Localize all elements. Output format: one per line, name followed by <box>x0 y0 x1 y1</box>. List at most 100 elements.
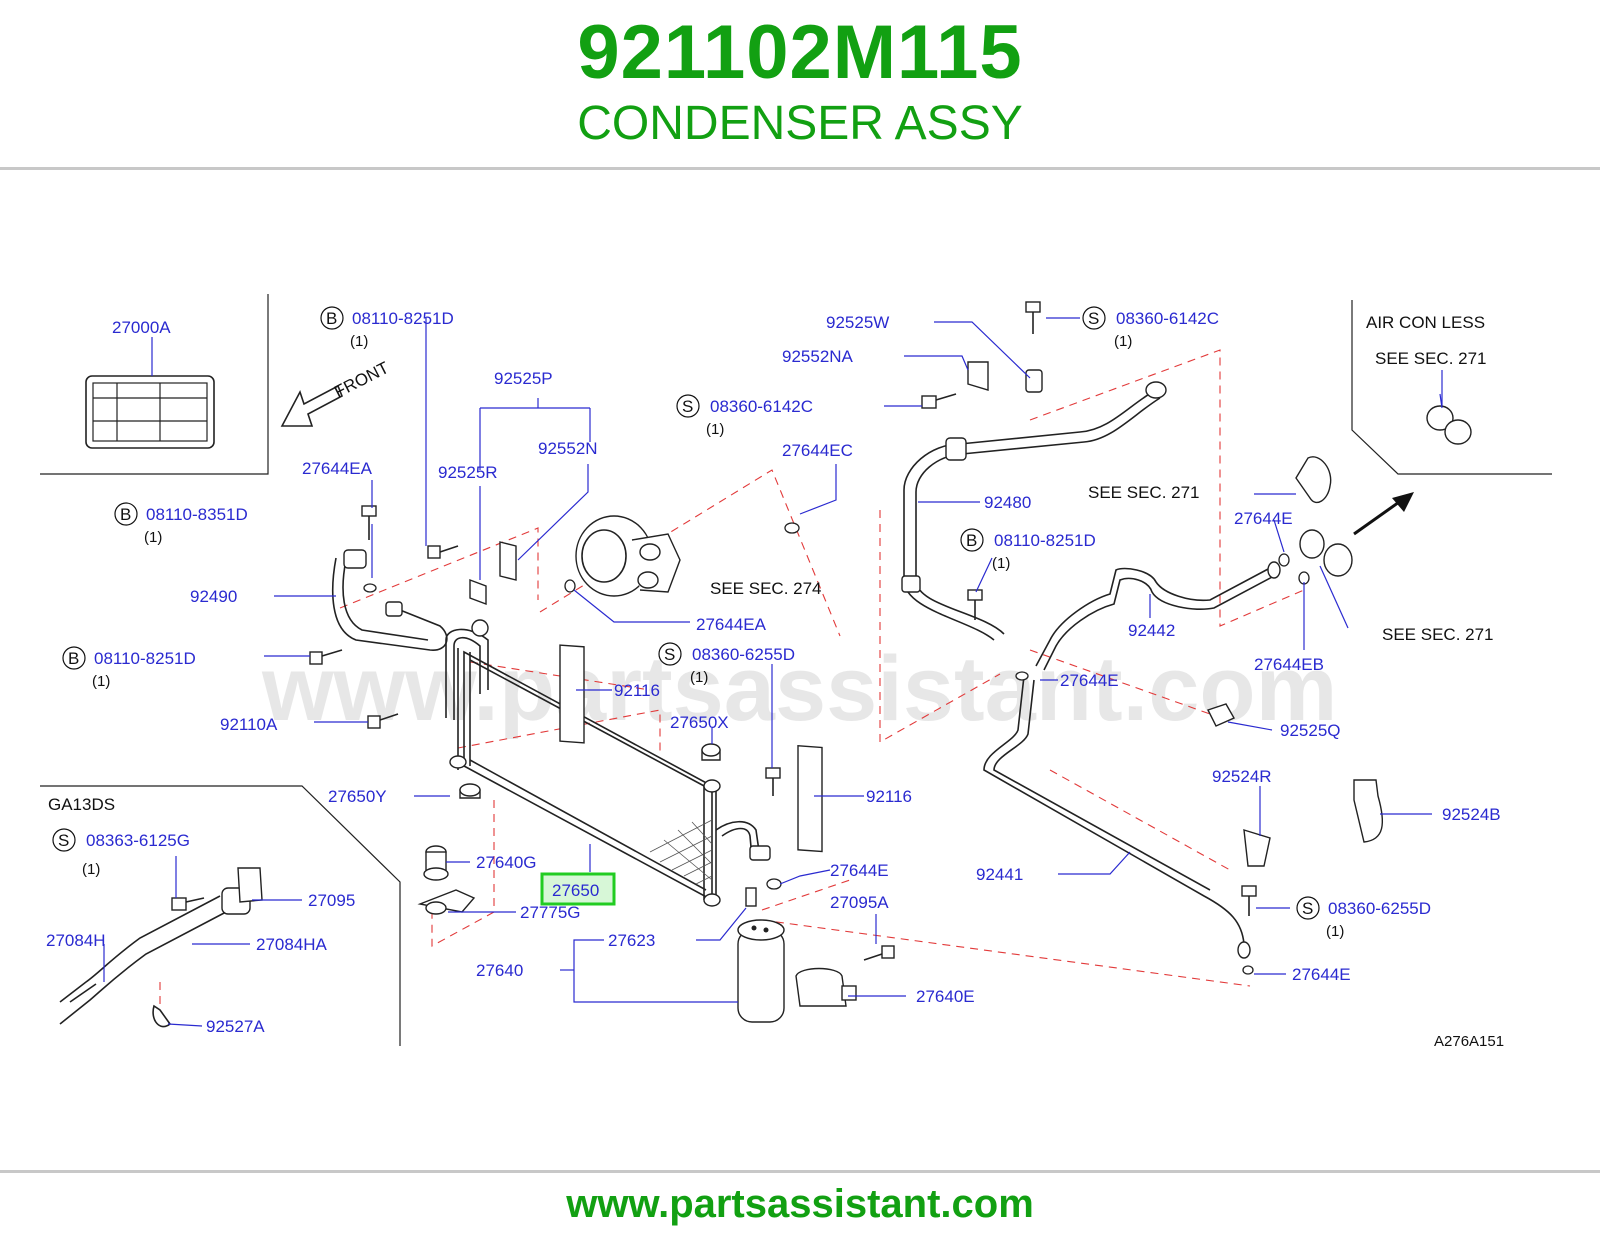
hose-92480 <box>901 369 1167 641</box>
watermark: www.partsassistant.com <box>261 638 1337 740</box>
header-divider <box>0 167 1600 170</box>
svg-text:(1): (1) <box>690 669 708 686</box>
callout-92525W[interactable]: 92525W <box>826 313 889 332</box>
ga13ds-title: GA13DS <box>48 795 115 814</box>
seal-strip-left <box>559 644 585 744</box>
callout-27640[interactable]: 27640 <box>476 961 523 980</box>
air-con-less-title: AIR CON LESS <box>1366 313 1485 332</box>
callout-27644E[interactable]: 27644E <box>1234 509 1293 528</box>
inset-air-con-less: AIR CON LESS SEE SEC. 271 <box>1351 300 1552 475</box>
callout-92527A[interactable]: 92527A <box>206 1017 265 1036</box>
callout-92442[interactable]: 92442 <box>1128 621 1175 640</box>
callout-27644EA[interactable]: 27644EA <box>696 615 767 634</box>
callout-27644E[interactable]: 27644E <box>830 861 889 880</box>
inset-ga13ds: GA13DS <box>40 785 401 1046</box>
svg-text:(1): (1) <box>706 421 724 438</box>
callout-08110-8251D[interactable]: 08110-8251D <box>352 309 454 328</box>
svg-text:(1): (1) <box>144 529 162 546</box>
callout-08110-8351D[interactable]: 08110-8351D <box>146 505 248 524</box>
front-arrow: FRONT <box>280 358 392 427</box>
callout-27644EB[interactable]: 27644EB <box>1254 655 1324 674</box>
callout-08110-8251D[interactable]: 08110-8251D <box>994 531 1096 550</box>
callout-27650-highlighted[interactable]: 27650 <box>552 881 599 900</box>
callout-92441[interactable]: 92441 <box>976 865 1023 884</box>
seal-strip-right <box>797 745 823 853</box>
callout-27644EC[interactable]: 27644EC <box>782 441 853 460</box>
callout-27644E[interactable]: 27644E <box>1292 965 1351 984</box>
callout-92116[interactable]: 92116 <box>614 681 660 700</box>
svg-text:B: B <box>326 309 337 328</box>
svg-text:S: S <box>682 397 693 416</box>
callout-92110A[interactable]: 92110A <box>220 715 278 734</box>
callout-27644E[interactable]: 27644E <box>1060 671 1119 690</box>
callout-27095[interactable]: 27095 <box>308 891 355 910</box>
callout-27084H[interactable]: 27084H <box>46 931 106 950</box>
part-description: CONDENSER ASSY <box>577 97 1023 150</box>
callout-labels: 27000A 08110-8251D (1) 92525P 92525W 083… <box>46 309 1504 1050</box>
see-sec-274[interactable]: SEE SEC. 274 <box>710 579 822 598</box>
callout-92524R[interactable]: 92524R <box>1212 767 1272 786</box>
compressor <box>575 515 681 597</box>
callout-27623[interactable]: 27623 <box>608 931 655 950</box>
highlight-27650-box <box>540 872 616 906</box>
inset-label-frame <box>40 294 269 475</box>
part-number-title: 921102M115 <box>577 10 1023 95</box>
callout-92116[interactable]: 92116 <box>866 787 912 806</box>
svg-text:B: B <box>966 531 977 550</box>
clips <box>469 361 1384 867</box>
callout-27095A[interactable]: 27095A <box>830 893 889 912</box>
callout-08110-8251D[interactable]: 08110-8251D <box>94 649 196 668</box>
leader-lines <box>103 317 1443 1027</box>
callout-92525R[interactable]: 92525R <box>438 463 498 482</box>
callout-92525P[interactable]: 92525P <box>494 369 553 388</box>
page-header: 921102M115 CONDENSER ASSY <box>0 0 1600 168</box>
condenser-core <box>445 619 771 907</box>
callout-92524B[interactable]: 92524B <box>1442 805 1501 824</box>
callout-27000A[interactable]: 27000A <box>112 318 171 337</box>
bolts <box>171 301 1257 961</box>
mount-rubbers <box>417 743 721 915</box>
callout-27775G[interactable]: 27775G <box>520 903 581 922</box>
svg-text:S: S <box>1088 309 1099 328</box>
callout-08360-6142C[interactable]: 08360-6142C <box>1116 309 1219 328</box>
svg-text:(1): (1) <box>350 333 368 350</box>
footer-divider <box>0 1170 1600 1173</box>
hose-92442 <box>1035 529 1353 671</box>
svg-text:(1): (1) <box>1326 923 1344 940</box>
callout-08360-6142C[interactable]: 08360-6142C <box>710 397 813 416</box>
callout-92552N[interactable]: 92552N <box>538 439 598 458</box>
callout-27640G[interactable]: 27640G <box>476 853 537 872</box>
svg-text:(1): (1) <box>92 673 110 690</box>
diagram-code: A276A151 <box>1434 1033 1504 1050</box>
svg-text:(1): (1) <box>82 861 100 878</box>
svg-text:(1): (1) <box>1114 333 1132 350</box>
callout-92490[interactable]: 92490 <box>190 587 237 606</box>
callout-08363-6125G[interactable]: 08363-6125G <box>86 831 190 850</box>
callout-27644EA[interactable]: 27644EA <box>302 459 373 478</box>
svg-text:B: B <box>120 505 131 524</box>
callout-27650Y[interactable]: 27650Y <box>328 787 387 806</box>
callout-27640E[interactable]: 27640E <box>916 987 975 1006</box>
callout-92552NA[interactable]: 92552NA <box>782 347 854 366</box>
svg-text:S: S <box>1302 899 1313 918</box>
see-sec-271-right[interactable]: SEE SEC. 271 <box>1382 625 1494 644</box>
callout-92480[interactable]: 92480 <box>984 493 1031 512</box>
svg-text:S: S <box>664 645 675 664</box>
svg-text:B: B <box>68 649 79 668</box>
ga13ds-parts <box>59 867 263 1028</box>
air-con-arrow <box>1353 492 1414 536</box>
callout-08360-6255D[interactable]: 08360-6255D <box>1328 899 1431 918</box>
svg-text:S: S <box>58 831 69 850</box>
footer-website[interactable]: www.partsassistant.com <box>566 1182 1034 1226</box>
see-sec-271-top[interactable]: SEE SEC. 271 <box>1088 483 1200 502</box>
front-label: FRONT <box>331 358 392 402</box>
circle-markers: B S S B B S B S S <box>52 306 1320 920</box>
callout-27650X[interactable]: 27650X <box>670 713 729 732</box>
hose-92490 <box>331 549 448 651</box>
air-con-less-see: SEE SEC. 271 <box>1375 349 1487 368</box>
callout-08360-6255D[interactable]: 08360-6255D <box>692 645 795 664</box>
callout-27084HA[interactable]: 27084HA <box>256 935 328 954</box>
callout-92525Q[interactable]: 92525Q <box>1280 721 1341 740</box>
receiver-drier <box>737 919 857 1023</box>
